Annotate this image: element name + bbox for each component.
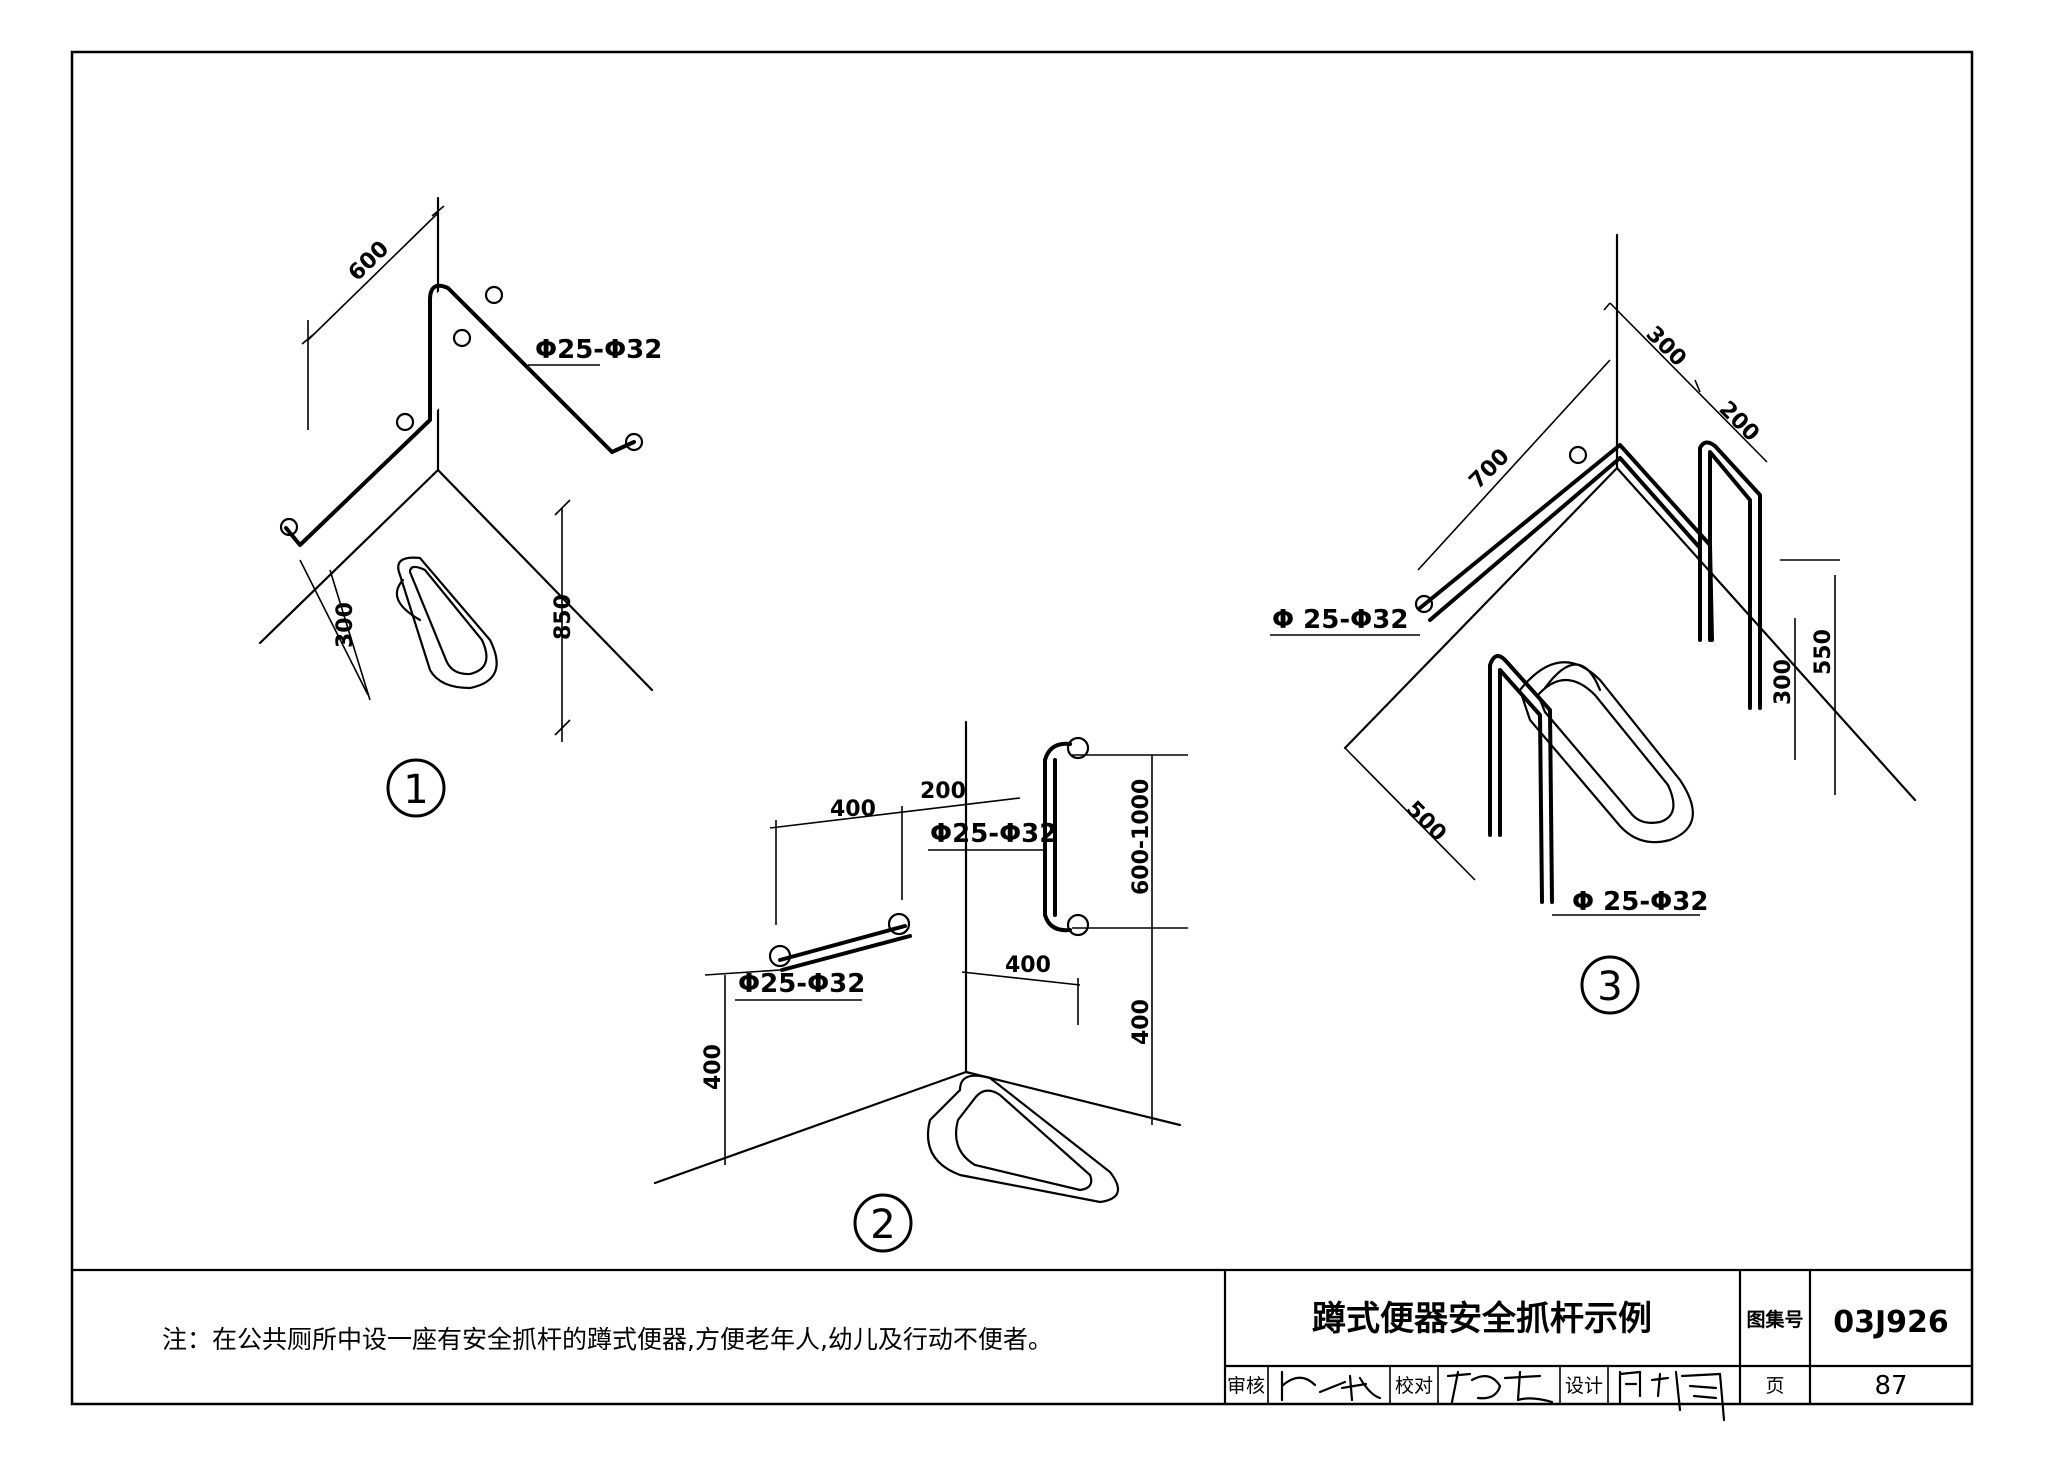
dim-2-400-right: 400 [1129, 999, 1154, 1045]
detail-1-number-circle [386, 758, 446, 818]
grab-bar-1 [279, 283, 644, 547]
title-block: 注：在公共厕所中设一座有安全抓杆的蹲式便器,方便老年人,幼儿及行动不便者。 蹲式… [70, 1268, 1974, 1422]
dim-1-600: 600 [344, 236, 394, 286]
spec-1: Φ25-Φ32 [535, 335, 662, 365]
dim-3-300: 300 [1641, 322, 1691, 372]
dim-1-300: 300 [333, 602, 358, 648]
page-number: 87 [1874, 1371, 1907, 1401]
design-label: 设计 [1565, 1375, 1603, 1397]
grab-bar-3-wall [1414, 443, 1714, 642]
page-label: 页 [1765, 1375, 1784, 1397]
check-signature [1446, 1370, 1554, 1404]
dim-2-400-offset: 400 [1005, 953, 1051, 978]
dim-2-200: 200 [920, 779, 966, 804]
note-text: 注：在公共厕所中设一座有安全抓杆的蹲式便器,方便老年人,幼儿及行动不便者。 [162, 1325, 1053, 1354]
dim-2-600-1000: 600-1000 [1129, 779, 1154, 895]
dim-2-400-left: 400 [701, 1044, 726, 1090]
detail-1-number: 1 [403, 767, 428, 813]
drawing-title: 蹲式便器安全抓杆示例 [1312, 1299, 1652, 1339]
sheet-frame [70, 50, 1974, 1406]
design-signature [1618, 1370, 1726, 1422]
squat-pan-2 [926, 1074, 1120, 1204]
detail-3-number: 3 [1597, 964, 1622, 1010]
grab-bar-3-right [1698, 440, 1762, 710]
grab-bar-2-horizontal [768, 912, 912, 972]
dim-1-850: 850 [551, 594, 576, 640]
dim-3-200: 200 [1714, 397, 1764, 447]
dim-2-400-top: 400 [830, 797, 876, 822]
detail-1: 600 300 850 Φ25-Φ32 1 [258, 196, 662, 818]
dim-3-550: 550 [1811, 629, 1836, 675]
dim-3-700: 700 [1465, 444, 1515, 494]
review-label: 审核 [1227, 1375, 1265, 1397]
check-label: 校对 [1395, 1375, 1433, 1397]
review-signature [1280, 1370, 1382, 1402]
spec-2-right: Φ25-Φ32 [930, 819, 1057, 849]
detail-2: 400 200 Φ25-Φ32 Φ25-Φ32 600-1000 400 400… [653, 720, 1188, 1253]
detail-2-number-circle [853, 1193, 913, 1253]
atlas-number: 03J926 [1833, 1305, 1949, 1340]
squat-pan-1 [395, 556, 498, 690]
dim-3-500: 500 [1401, 797, 1451, 847]
spec-3-left: Φ 25-Φ32 [1272, 605, 1408, 635]
grab-bar-2-vertical [1043, 736, 1090, 937]
detail-3: 300 200 700 Φ 25-Φ32 500 Φ 25-Φ32 300 55… [1270, 233, 1917, 1015]
atlas-label: 图集号 [1746, 1308, 1803, 1331]
dim-3-300-right: 300 [1771, 659, 1796, 705]
detail-2-number: 2 [870, 1202, 895, 1248]
squat-pan-3 [1518, 661, 1694, 844]
spec-3-bottom: Φ 25-Φ32 [1572, 887, 1708, 917]
detail-3-number-circle [1580, 955, 1640, 1015]
spec-2-left: Φ25-Φ32 [738, 969, 865, 999]
